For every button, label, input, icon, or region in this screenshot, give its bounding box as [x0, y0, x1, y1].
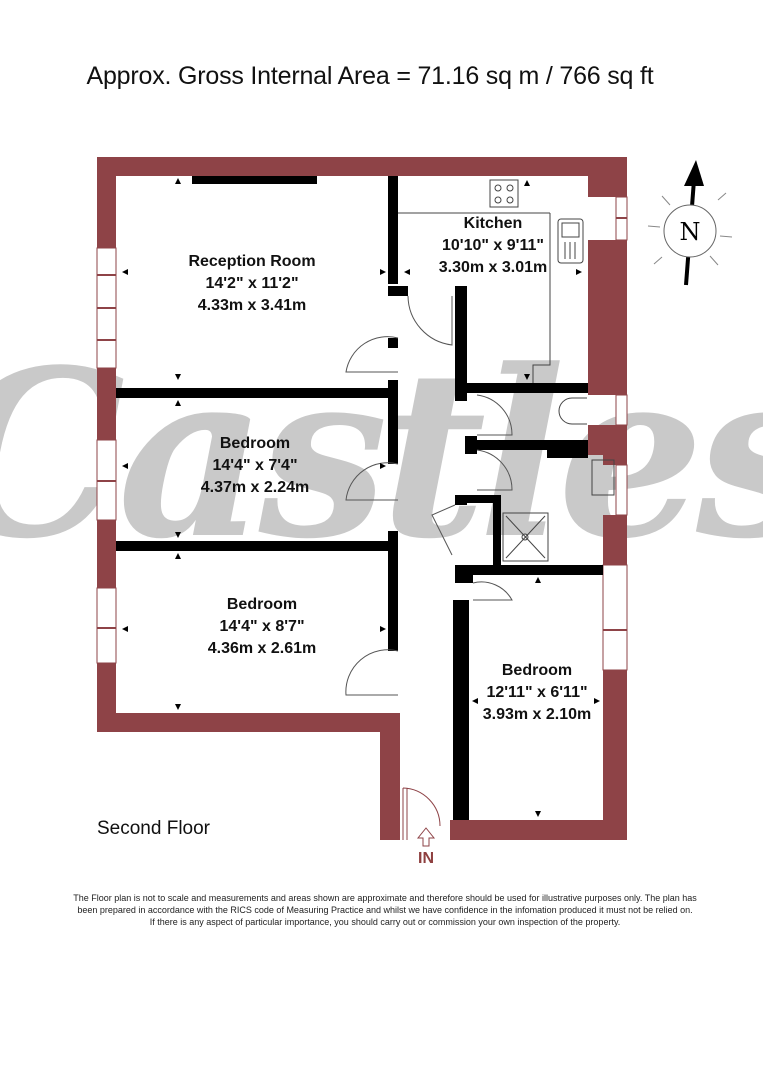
sink-icon — [557, 218, 584, 264]
disclaimer-line-2: been prepared in accordance with the RIC… — [77, 905, 693, 915]
room-bedroom-3: Bedroom 12'11" x 6'11" 3.93m x 2.10m — [483, 660, 592, 726]
doors — [345, 295, 513, 840]
room-imperial: 10'10" x 9'11" — [442, 237, 544, 254]
room-reception: Reception Room 14'2" x 11'2" 4.33m x 3.4… — [188, 251, 315, 317]
toilet-icon — [558, 397, 587, 425]
room-bedroom-1: Bedroom 14'4" x 7'4" 4.37m x 2.24m — [201, 433, 310, 499]
room-imperial: 12'11" x 6'11" — [486, 684, 588, 701]
fixtures — [398, 179, 615, 562]
compass-north-label: N — [680, 218, 701, 246]
north-arrow-icon — [647, 160, 733, 286]
room-name: Reception Room — [188, 253, 316, 270]
measurement-markers — [122, 178, 600, 817]
disclaimer-line-3: If there is any aspect of particular imp… — [149, 917, 621, 927]
room-name: Bedroom — [219, 435, 291, 452]
room-name: Bedroom — [501, 662, 573, 679]
room-metric: 4.37m x 2.24m — [200, 479, 310, 496]
disclaimer-line-1: The Floor plan is not to scale and measu… — [73, 893, 697, 903]
external-walls — [97, 157, 627, 840]
disclaimer: The Floor plan is not to scale and measu… — [40, 892, 730, 928]
room-imperial: 14'4" x 7'4" — [212, 457, 298, 474]
room-kitchen: Kitchen 10'10" x 9'11" 3.30m x 3.01m — [439, 213, 548, 279]
entrance-arrow-icon — [416, 827, 436, 847]
room-metric: 4.36m x 2.61m — [207, 640, 317, 657]
basin-icon — [591, 459, 615, 496]
room-metric: 4.33m x 3.41m — [197, 297, 307, 314]
page-title: Approx. Gross Internal Area = 71.16 sq m… — [86, 62, 654, 90]
room-imperial: 14'2" x 11'2" — [205, 275, 299, 292]
floor-label: Second Floor — [97, 818, 211, 839]
room-metric: 3.93m x 2.10m — [482, 706, 592, 723]
windows — [96, 196, 628, 671]
room-name: Kitchen — [463, 215, 523, 232]
entrance-label: IN — [418, 850, 434, 867]
room-name: Bedroom — [226, 596, 298, 613]
room-imperial: 14'4" x 8'7" — [219, 618, 305, 635]
hob-icon — [489, 179, 519, 208]
shower-icon — [502, 512, 549, 562]
room-bedroom-2: Bedroom 14'4" x 8'7" 4.36m x 2.61m — [208, 594, 317, 660]
room-metric: 3.30m x 3.01m — [438, 259, 548, 276]
internal-walls — [116, 176, 603, 820]
